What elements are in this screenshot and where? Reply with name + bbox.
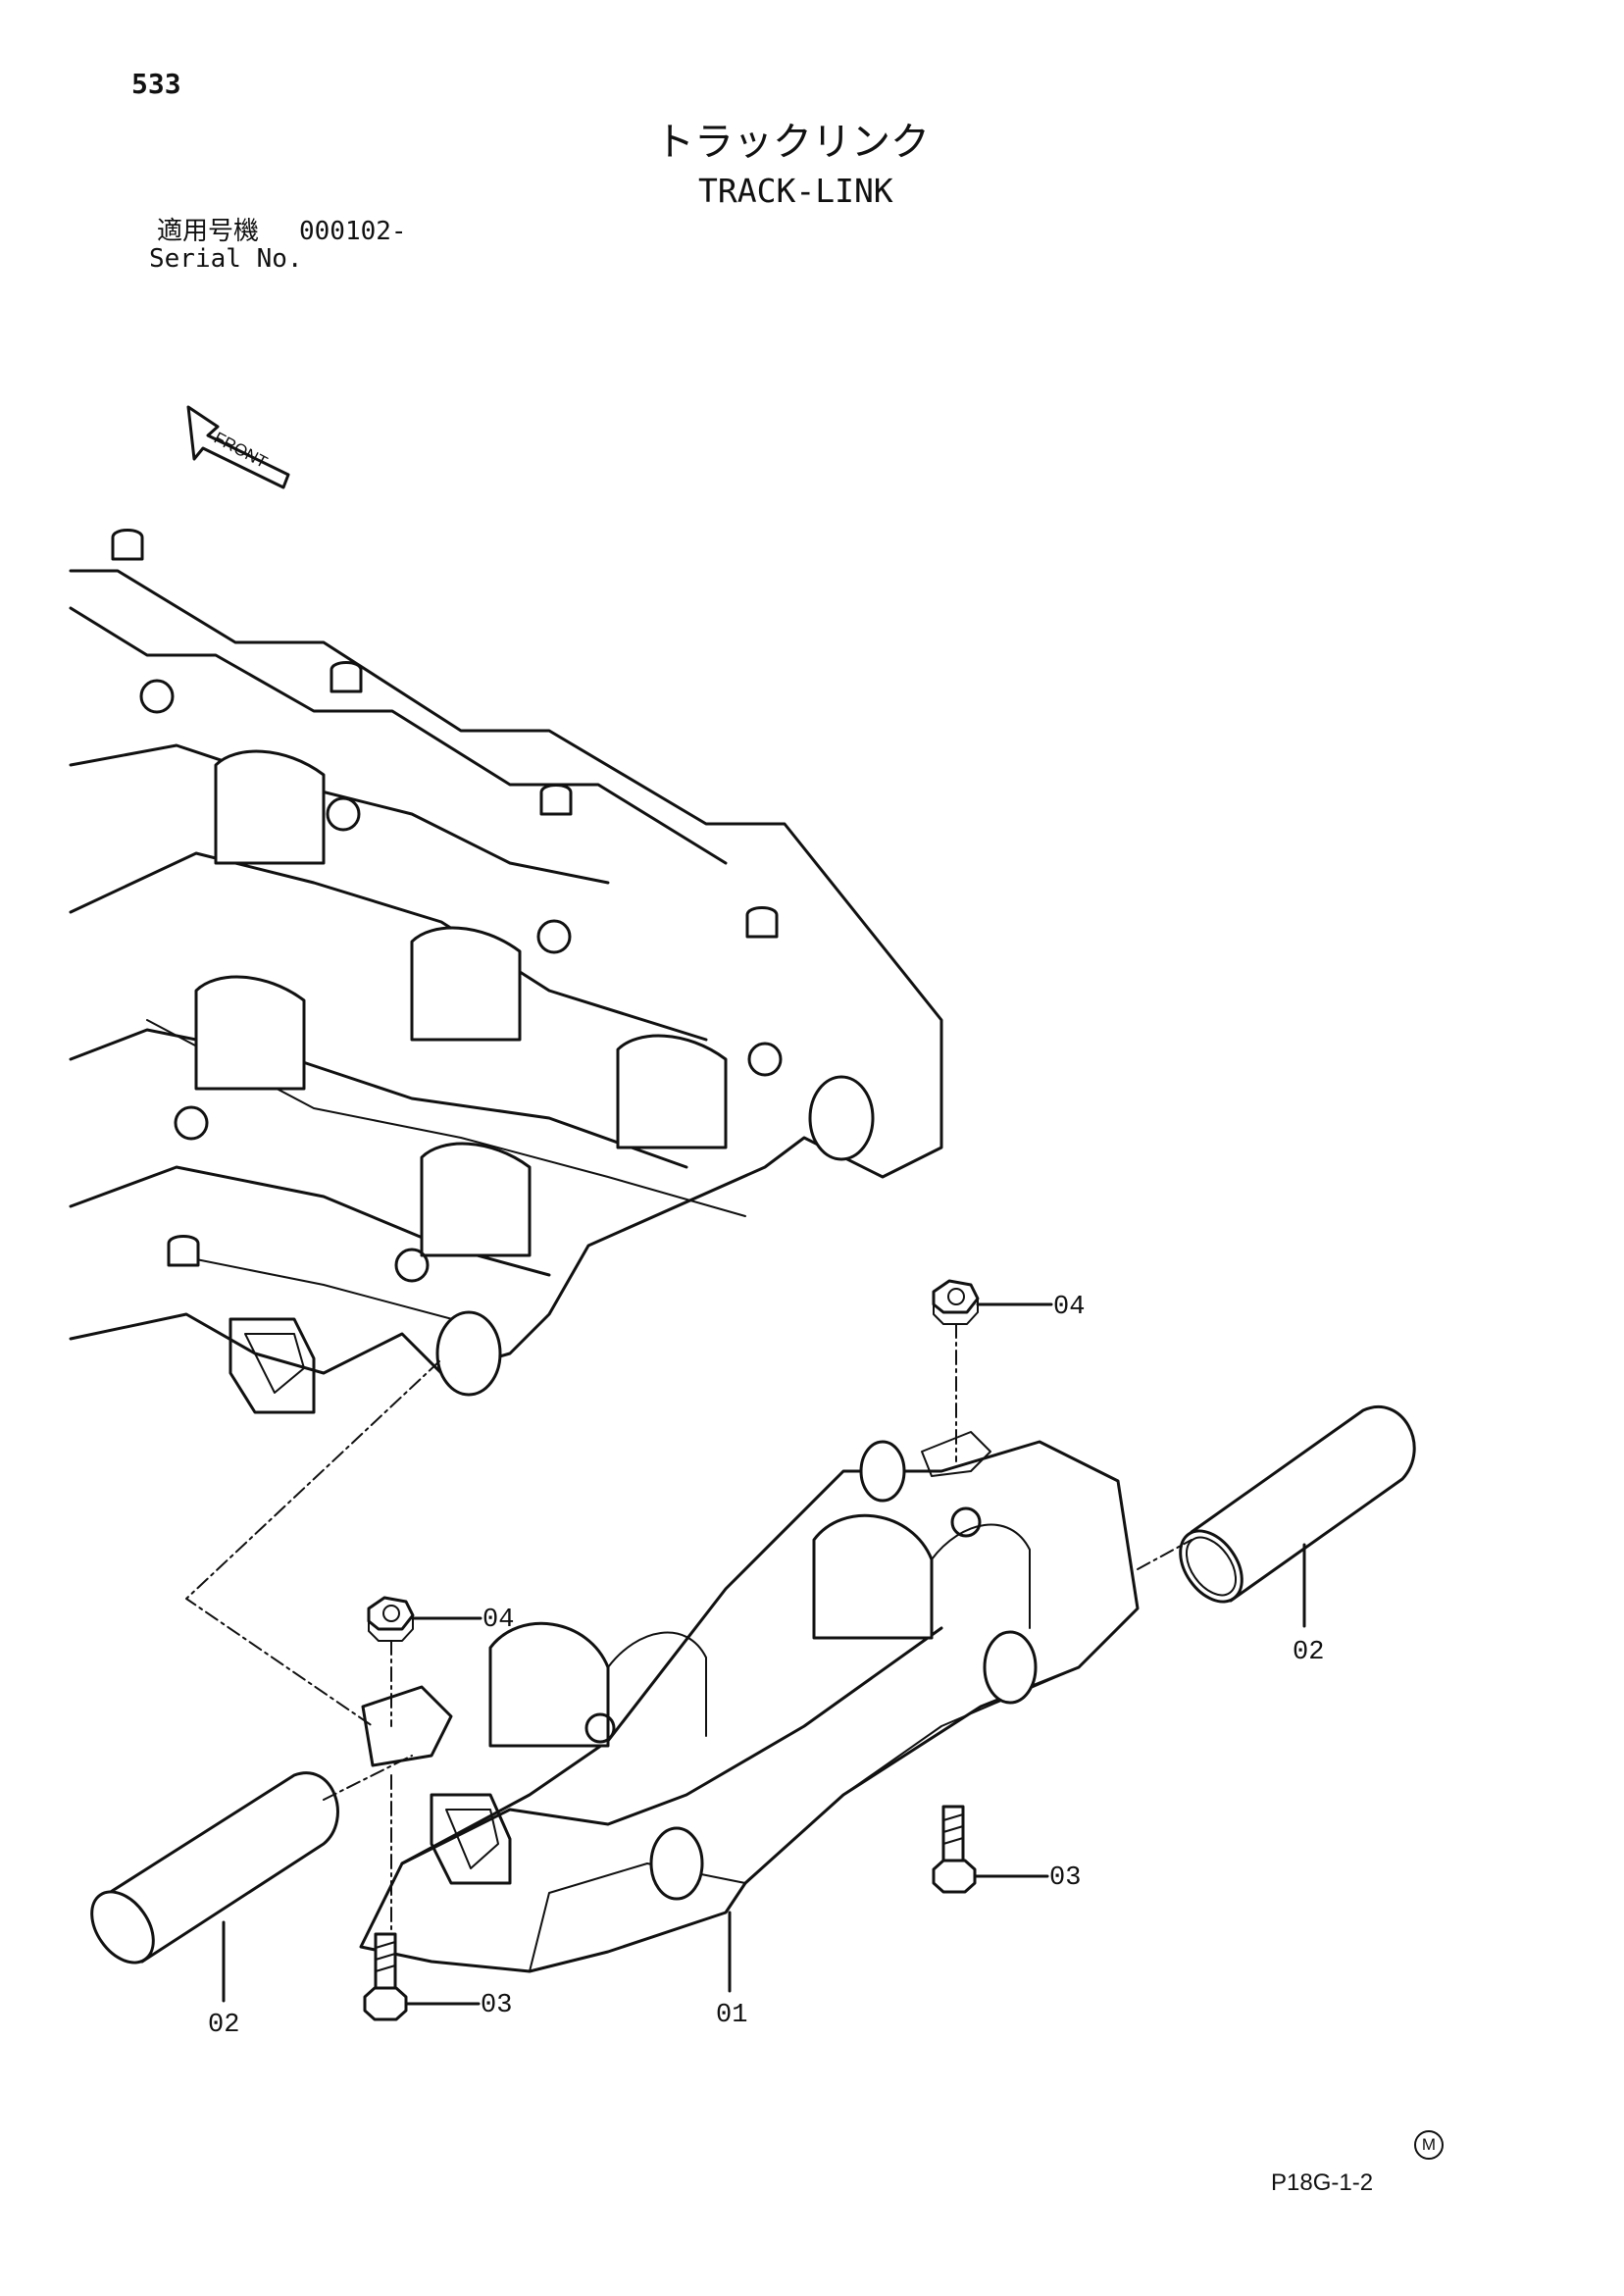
title-japanese: トラックリンク [655, 120, 930, 165]
callout-03-right: 03 [1049, 1863, 1082, 1893]
alignment-lines [185, 1323, 1193, 1935]
bolt-part-03-right [932, 1805, 977, 1894]
title-english: TRACK-LINK [698, 172, 893, 210]
leader-lines [222, 1302, 1306, 2006]
callout-04-lower: 04 [482, 1606, 515, 1635]
track-link-part-01 [359, 1431, 1140, 1973]
nut-part-04-upper [932, 1279, 980, 1325]
serial-label-japanese: 適用号機 [157, 217, 260, 246]
callout-01: 01 [716, 2001, 748, 2030]
track-chain-assembly [69, 529, 943, 1414]
pin-part-02-left [90, 1771, 339, 1964]
callout-04-upper: 04 [1053, 1293, 1086, 1322]
manufacturer-mark-icon: M [1414, 2130, 1444, 2160]
callout-03-left: 03 [481, 1991, 513, 2020]
bolt-part-03-left [363, 1932, 408, 2021]
drawing-code: P18G-1-2 [1271, 2169, 1374, 2196]
page-number: 533 [131, 68, 181, 100]
front-arrow-icon: FRONT [186, 405, 290, 489]
pin-part-02-right [1179, 1405, 1416, 1604]
serial-value: 000102- [299, 217, 407, 246]
callout-02-left: 02 [208, 2011, 240, 2040]
nut-part-04-lower [367, 1596, 415, 1642]
callout-02-right: 02 [1293, 1638, 1325, 1667]
serial-label-english: Serial No. [149, 244, 303, 274]
